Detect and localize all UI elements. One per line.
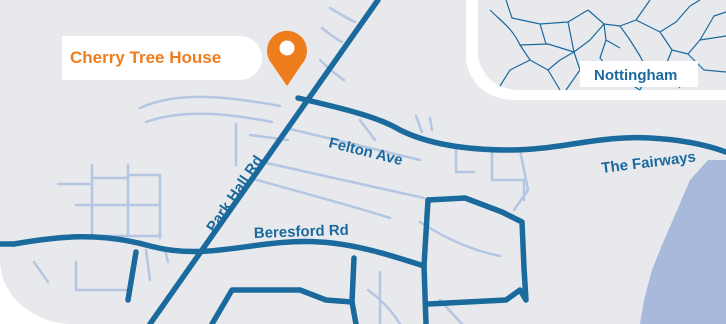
road-south-loop [209,287,355,324]
minor-street [126,173,162,240]
road-south-spur [349,255,359,324]
inset-city-label: Nottingham [594,67,677,84]
minor-street [144,248,152,282]
road-felton [295,95,726,155]
minor-street [490,150,526,182]
minor-street [328,6,357,24]
minor-street [454,148,476,174]
minor-street [318,58,346,82]
minor-street [248,176,392,220]
minor-street [284,126,422,162]
inset-city-label-bg [580,61,698,87]
minor-street [138,95,282,110]
place-label[interactable]: Cherry Tree House [62,36,262,80]
minor-street [414,114,424,134]
minor-street [74,260,130,292]
minor-street [358,118,377,142]
street-label-beresford: Beresford Rd [254,222,350,242]
minor-street [320,26,344,44]
minor-street [32,260,50,284]
road-park-hall [147,0,381,324]
inset-map[interactable]: Nottingham [466,0,726,100]
place-name: Cherry Tree House [70,48,222,67]
minor-street [428,116,434,132]
minor-street [144,112,274,124]
minor-street [366,288,402,324]
road-spur-west [125,249,139,303]
minor-street [260,160,426,200]
road-east-loop-spine [421,197,431,324]
road-east-loop [425,195,529,307]
map-pin-icon[interactable] [262,22,312,88]
road-beresford [11,234,427,269]
water-body [640,160,726,324]
minor-street [512,148,530,212]
